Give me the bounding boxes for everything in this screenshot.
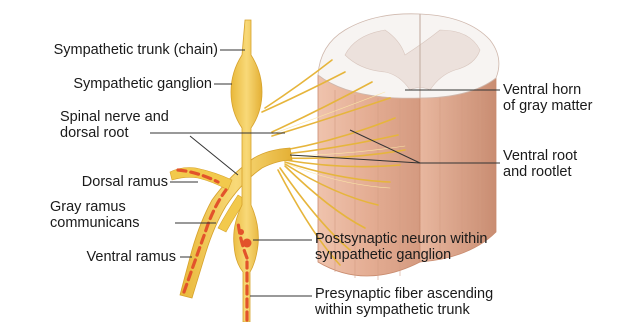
label-gray-ramus-line1: Gray ramus [50, 199, 126, 215]
label-postsynaptic-line1: Postsynaptic neuron within [315, 231, 488, 247]
label-presynaptic-line1: Presynaptic fiber ascending [315, 286, 493, 302]
label-ventral-root-line1: Ventral root [503, 148, 577, 164]
label-dorsal-ramus: Dorsal ramus [82, 174, 168, 190]
label-presynaptic-line2: within sympathetic trunk [315, 302, 470, 318]
label-gray-ramus-line2: communicans [50, 215, 139, 231]
label-ventral-root-line2: and rootlet [503, 164, 572, 180]
label-sympathetic-trunk: Sympathetic trunk (chain) [54, 42, 218, 58]
label-ventral-horn-line2: of gray matter [503, 98, 592, 114]
label-postsynaptic-line2: sympathetic ganglion [315, 247, 451, 263]
label-ventral-horn-line1: Ventral horn [503, 82, 581, 98]
label-spinal-nerve-line2: dorsal root [60, 125, 129, 141]
label-sympathetic-ganglion: Sympathetic ganglion [73, 76, 212, 92]
label-ventral-ramus: Ventral ramus [87, 249, 176, 265]
label-spinal-nerve-line1: Spinal nerve and [60, 109, 169, 125]
